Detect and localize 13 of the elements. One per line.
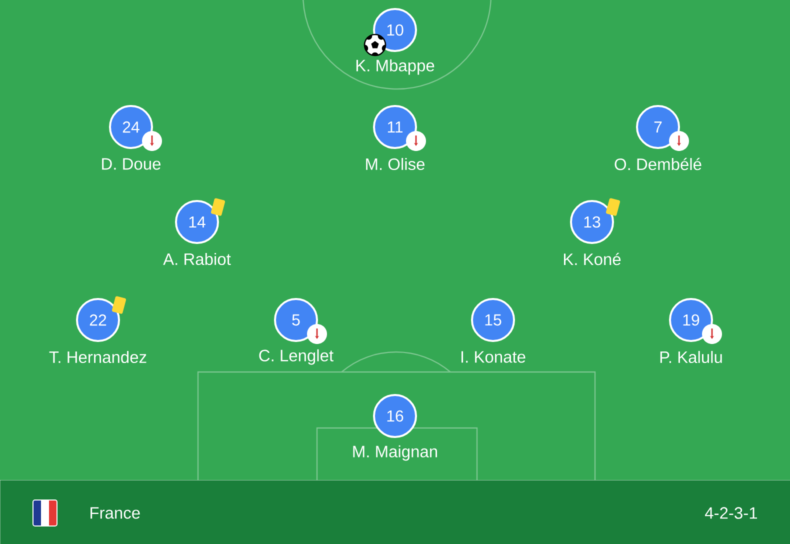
player-name: D. Doue <box>102 158 160 170</box>
player-name: O. Dembélé <box>614 158 702 170</box>
formation-label: 4-2-3-1 <box>705 507 757 519</box>
player-name: P. Kalulu <box>660 350 722 364</box>
player-name: M. Maignan <box>353 445 438 461</box>
player-name: I. Konate <box>462 351 526 363</box>
player-name: K. Mbappe <box>356 59 434 75</box>
player-name: C. Lenglet <box>259 349 334 365</box>
team-name: France <box>90 507 140 519</box>
player-name: T. Hernandez <box>49 350 146 364</box>
player-name: K. Koné <box>564 252 621 266</box>
player-name: A. Rabiot <box>163 252 231 266</box>
player-name: M. Olise <box>366 158 424 170</box>
